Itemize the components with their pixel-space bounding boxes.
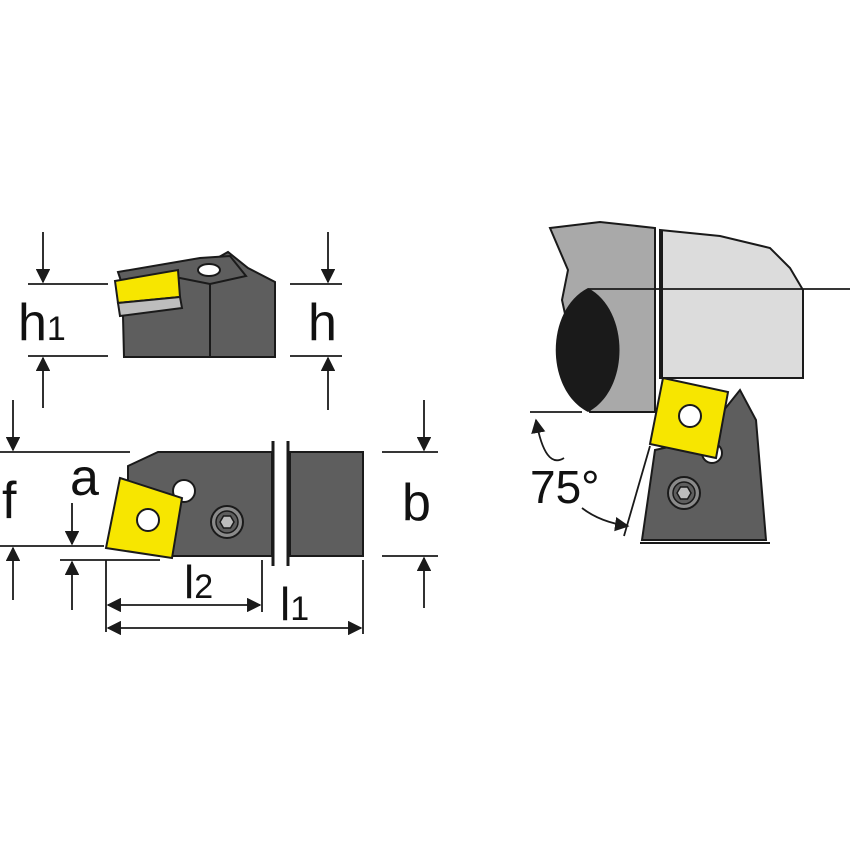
- workpiece-section: [555, 288, 620, 412]
- hex-screw-icon: [667, 476, 701, 510]
- label-b: b: [402, 474, 431, 532]
- label-h: h: [308, 294, 337, 352]
- label-l1: l1: [280, 578, 309, 630]
- label-a: a: [70, 449, 99, 507]
- hex-screw-icon: [210, 505, 244, 539]
- workpiece-extension: [659, 228, 804, 379]
- label-f: f: [2, 472, 17, 530]
- label-angle: 75°: [530, 461, 600, 513]
- side-view: h1 h: [18, 232, 342, 410]
- top-view: f a b l2 l1: [0, 400, 438, 636]
- label-h1: h1: [18, 294, 66, 352]
- machining-view: 75°: [530, 220, 850, 544]
- top-shank: [289, 451, 364, 557]
- label-l2: l2: [184, 556, 213, 608]
- side-screw-hole: [197, 263, 221, 277]
